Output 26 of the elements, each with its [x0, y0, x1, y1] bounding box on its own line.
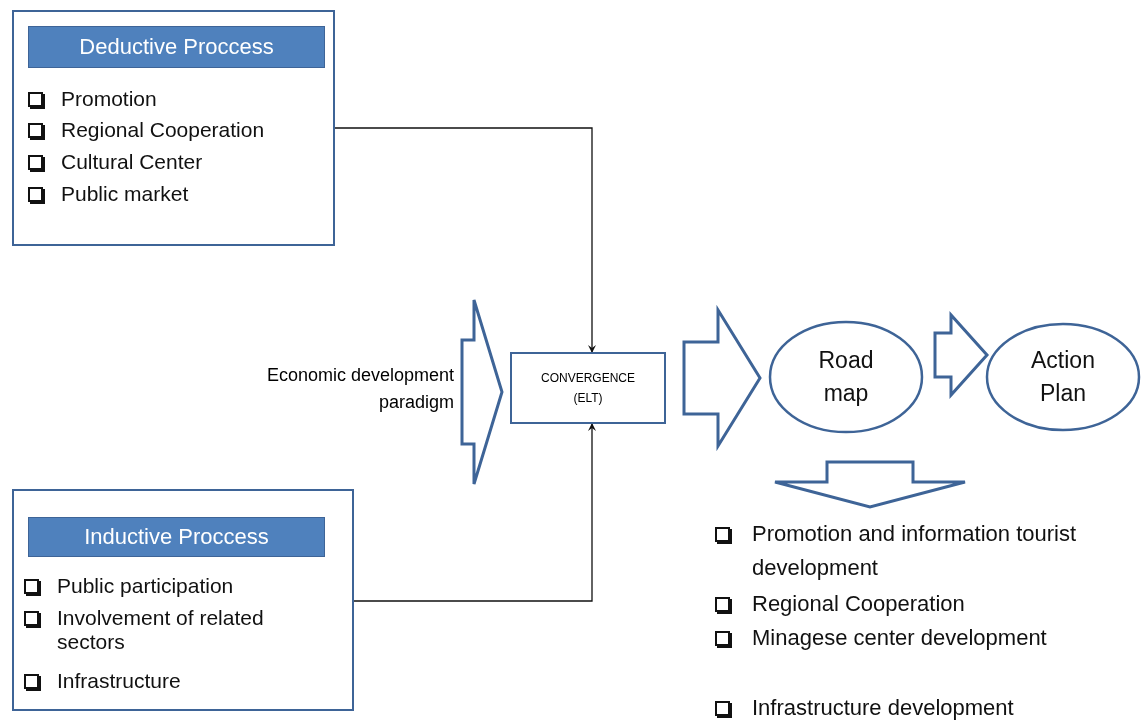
header-band: Inductive Proccess — [28, 517, 325, 557]
list-item: Infrastructure — [57, 669, 181, 693]
list-item: Regional Cooperation — [61, 118, 265, 142]
list-item: Regional Cooperation — [752, 590, 965, 618]
ellipse-node: Action Plan — [985, 322, 1141, 432]
block-arrow — [682, 304, 762, 452]
block-arrow — [773, 460, 967, 509]
list-item: Minagese center development — [752, 624, 1047, 652]
connector-arrow — [334, 127, 596, 353]
list-item: Public market — [61, 182, 189, 206]
process-box — [12, 489, 354, 711]
header-band: Deductive Proccess — [28, 26, 325, 68]
list-item: Cultural Center — [61, 150, 203, 174]
block-arrow — [933, 311, 989, 399]
block-arrow — [460, 298, 504, 486]
ellipse-node: Road map — [768, 320, 924, 434]
list-item: Infrastructure development — [752, 694, 1014, 722]
process-box — [12, 10, 335, 246]
list-item: Public participation — [57, 574, 234, 598]
text-label: Economic development paradigm — [222, 362, 454, 418]
process-box — [510, 352, 666, 424]
list-item: Promotion and information tourist development — [752, 520, 1078, 582]
list-item: Involvement of related sectors — [57, 606, 265, 654]
list-item: Promotion — [61, 87, 157, 111]
box-label: CONVERGENCE (ELT) — [540, 370, 636, 407]
connector-arrow — [353, 423, 596, 602]
